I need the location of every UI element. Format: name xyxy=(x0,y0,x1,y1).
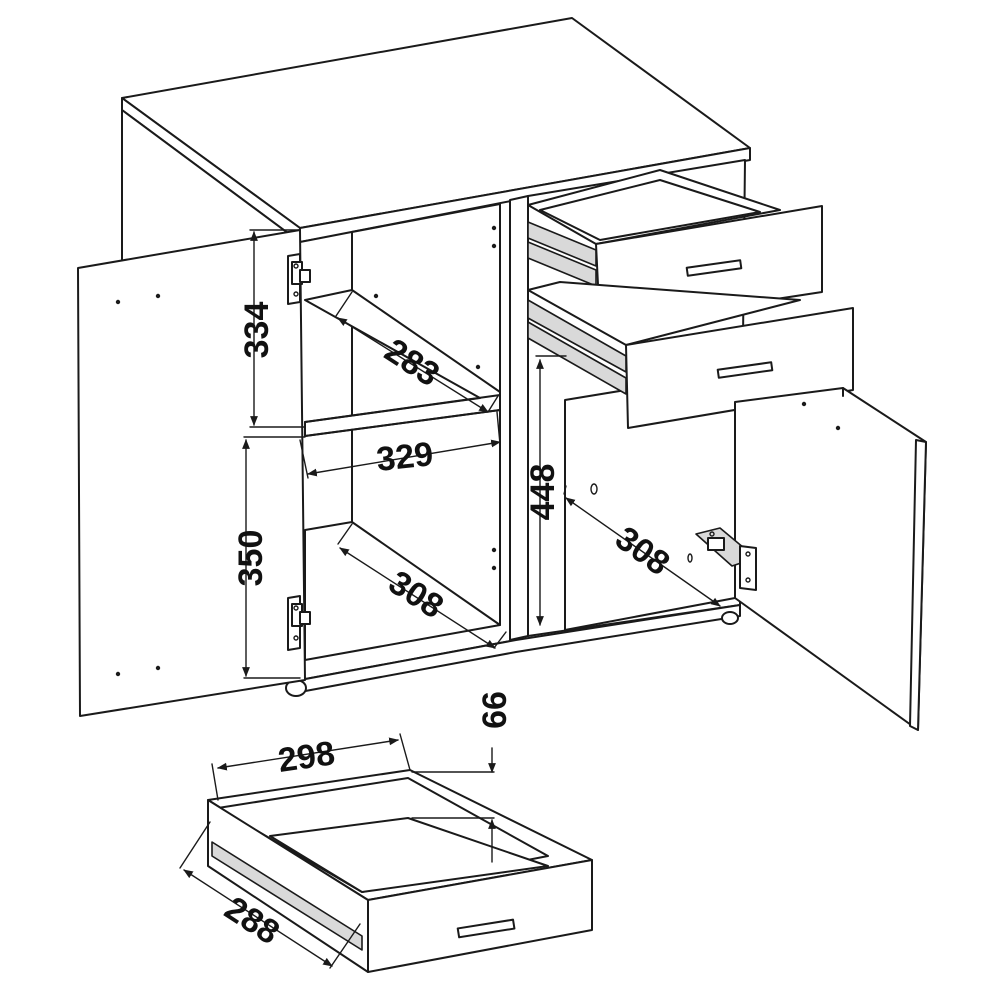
dim-label-334: 334 xyxy=(238,302,276,359)
dimension-lines xyxy=(179,229,721,969)
drawer-detached-handle xyxy=(456,918,516,939)
left-door-hinge-bottom xyxy=(287,595,311,651)
left-door-hinge-top xyxy=(287,253,311,305)
dim-label-66: 66 xyxy=(476,691,514,729)
right-door-panel xyxy=(734,387,927,731)
divider xyxy=(509,195,529,641)
drawer-lower-handle xyxy=(716,361,774,379)
dim-label-329: 329 xyxy=(375,435,435,479)
drawer-upper xyxy=(527,169,823,327)
drawer-upper-handle xyxy=(685,259,743,277)
castor-right xyxy=(721,611,739,625)
dim-label-298: 298 xyxy=(276,734,337,780)
drawer-detached-front xyxy=(367,859,593,973)
dim-label-350: 350 xyxy=(232,530,270,587)
dim-label-448: 448 xyxy=(524,464,562,521)
drawer-runners xyxy=(527,221,627,395)
